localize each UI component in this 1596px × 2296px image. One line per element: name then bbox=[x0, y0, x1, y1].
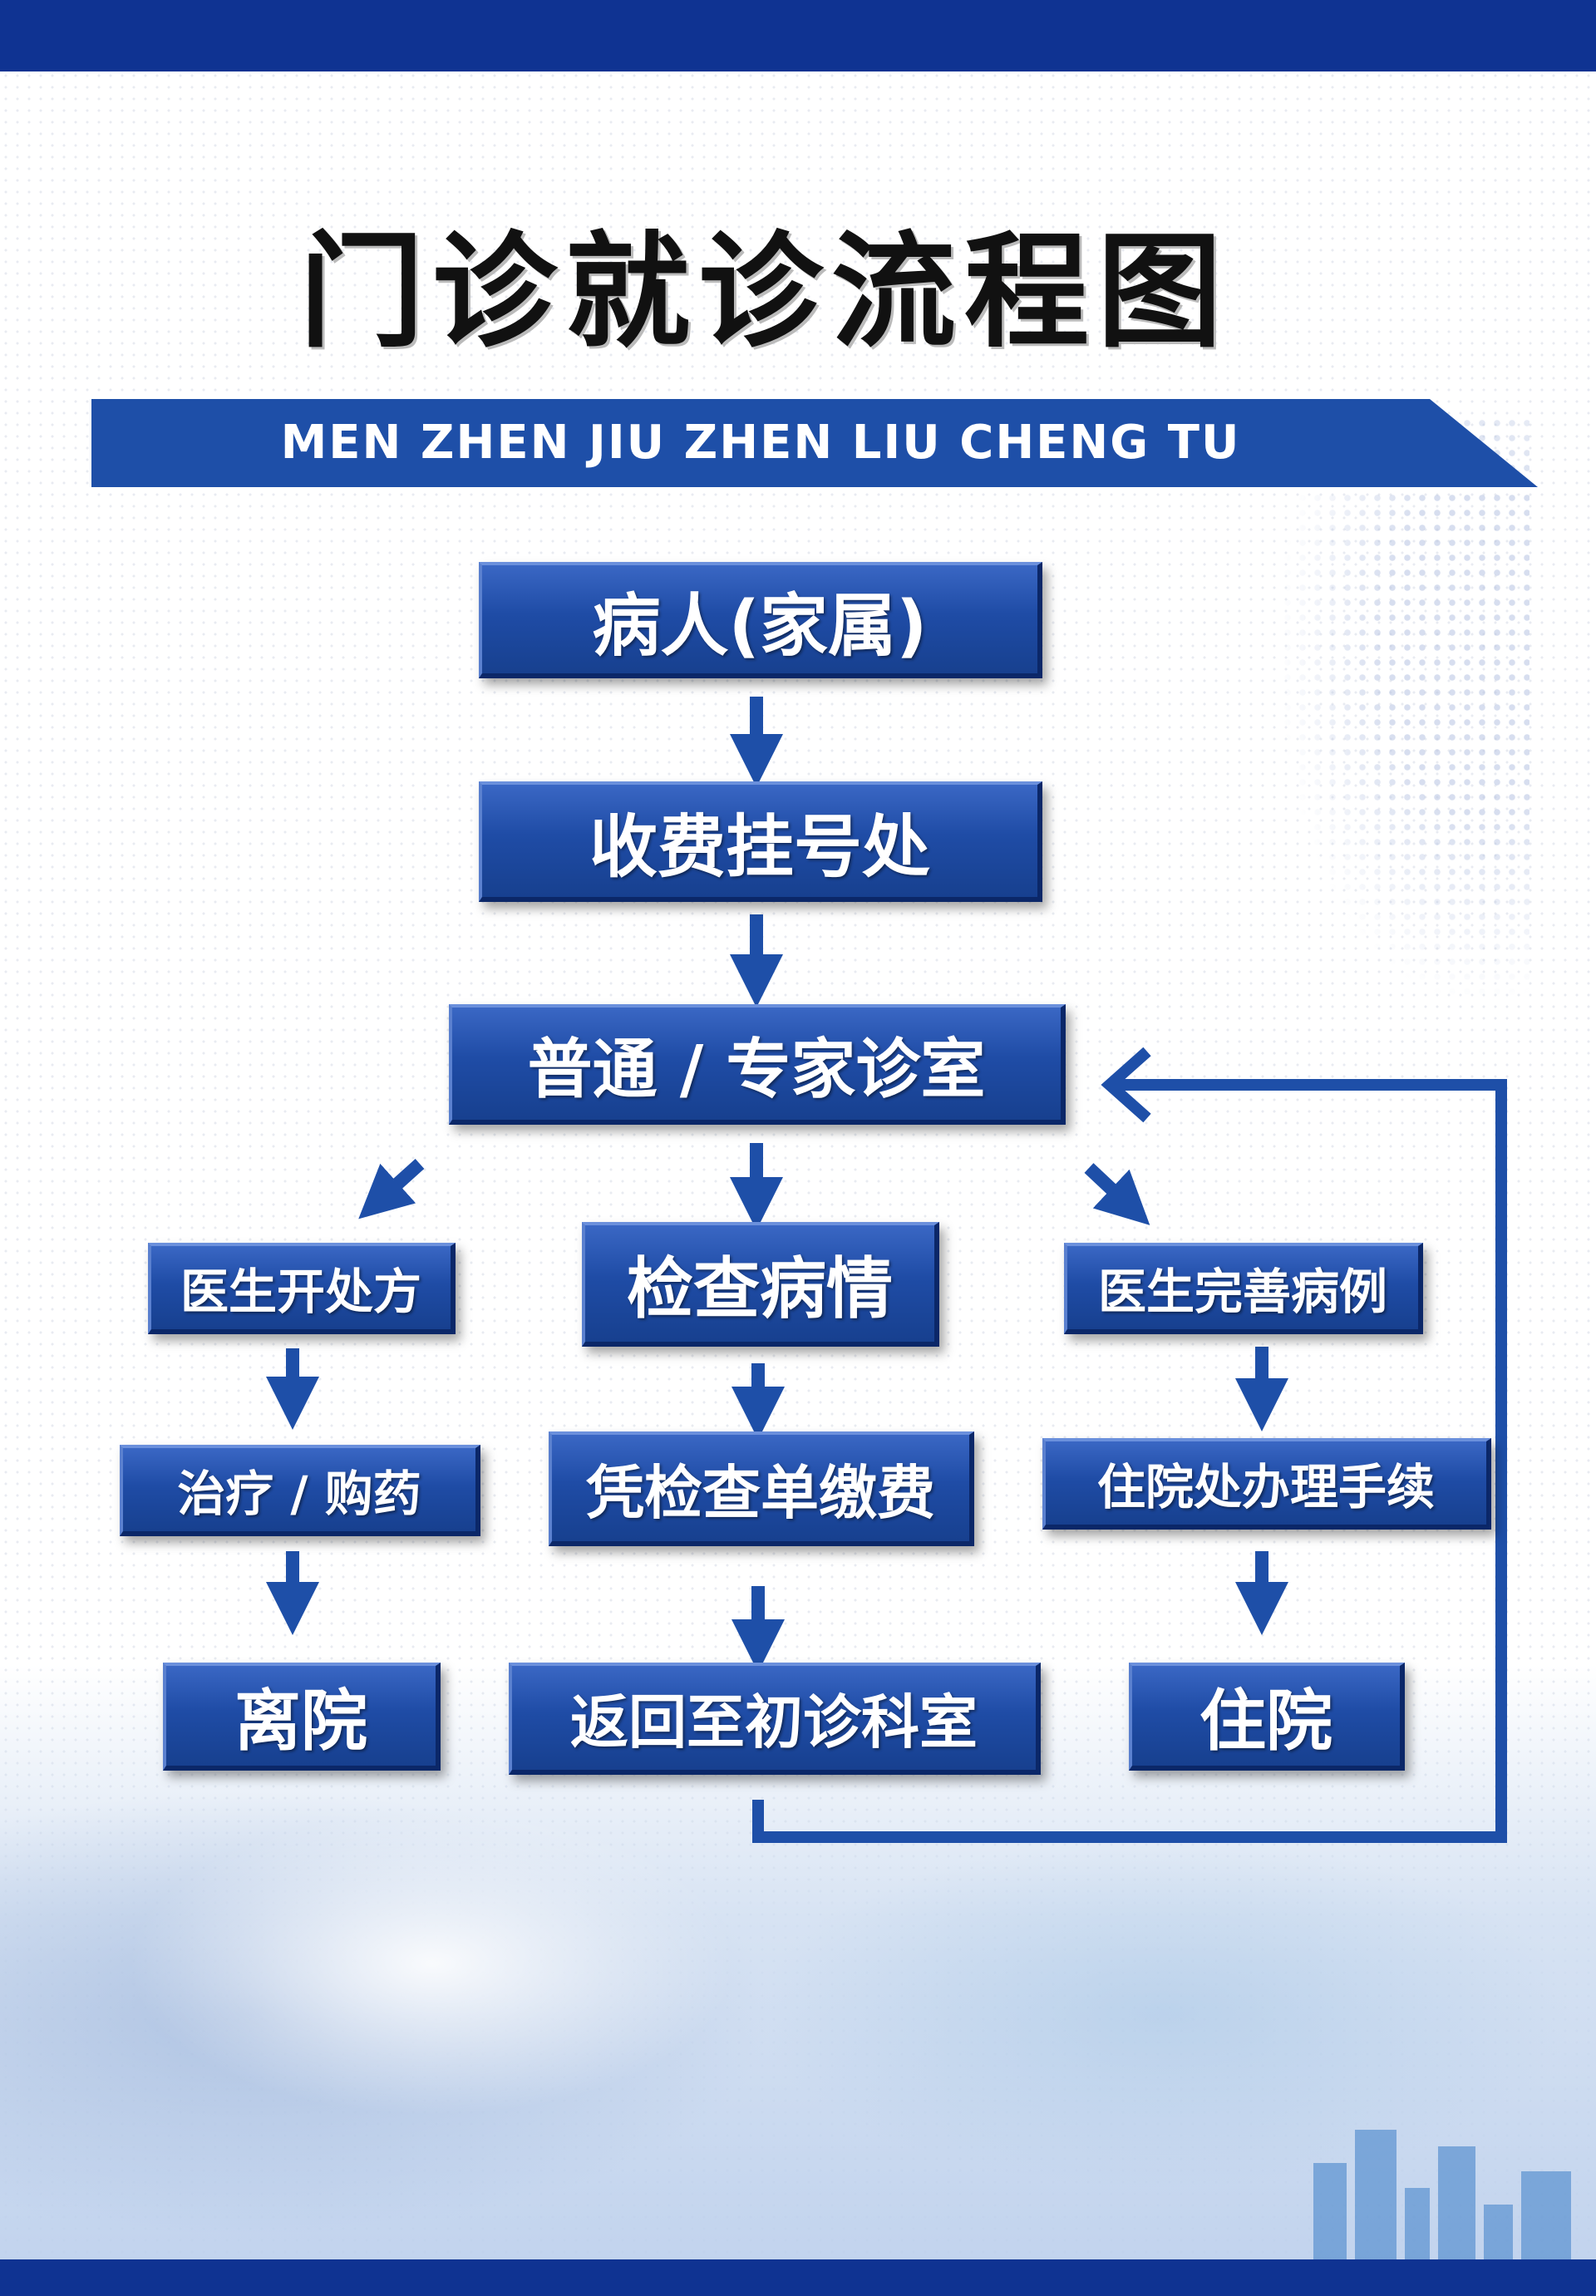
step-treatment: 治疗 / 购药 bbox=[120, 1445, 480, 1536]
step-prescription-label: 医生开处方 bbox=[180, 1264, 421, 1320]
decorative-dot-grid bbox=[1280, 416, 1530, 998]
step-admission: 住院处办理手续 bbox=[1042, 1438, 1491, 1530]
step-registration-label: 收费挂号处 bbox=[589, 808, 930, 887]
step-patient-label: 病人(家属) bbox=[592, 586, 928, 666]
step-leave-label: 离院 bbox=[234, 1683, 367, 1760]
step-return-label: 返回至初诊科室 bbox=[570, 1688, 978, 1756]
step-pay: 凭检查单缴费 bbox=[549, 1431, 974, 1546]
top-bar bbox=[0, 0, 1596, 71]
step-prescription: 医生开处方 bbox=[148, 1243, 456, 1334]
step-examine: 检查病情 bbox=[582, 1222, 939, 1347]
subtitle: MEN ZHEN JIU ZHEN LIU CHENG TU bbox=[280, 416, 1241, 470]
step-records-label: 医生完善病例 bbox=[1097, 1264, 1387, 1320]
bottom-bar bbox=[0, 2259, 1596, 2296]
step-leave: 离院 bbox=[163, 1663, 441, 1771]
arrow-clinic-to-prescription bbox=[358, 1159, 425, 1219]
step-patient: 病人(家属) bbox=[479, 562, 1042, 678]
step-pay-label: 凭检查单缴费 bbox=[586, 1458, 935, 1527]
step-hospitalize-label: 住院 bbox=[1199, 1683, 1332, 1760]
step-examine-label: 检查病情 bbox=[627, 1250, 893, 1328]
step-registration: 收费挂号处 bbox=[479, 781, 1042, 902]
step-return: 返回至初诊科室 bbox=[509, 1663, 1041, 1775]
city-skyline-graphic bbox=[1297, 2113, 1596, 2263]
step-admission-label: 住院处办理手续 bbox=[1096, 1459, 1435, 1515]
arrow-clinic-to-records bbox=[1084, 1163, 1150, 1225]
connector-return-to-clinic bbox=[752, 1079, 1507, 1843]
step-treatment-label: 治疗 / 购药 bbox=[177, 1466, 421, 1522]
step-records: 医生完善病例 bbox=[1064, 1243, 1423, 1334]
step-clinic-label: 普通 / 专家诊室 bbox=[527, 1032, 986, 1107]
subtitle-band bbox=[91, 399, 1538, 487]
step-clinic: 普通 / 专家诊室 bbox=[449, 1004, 1066, 1125]
step-hospitalize: 住院 bbox=[1129, 1663, 1405, 1771]
page-title: 门诊就诊流程图 bbox=[298, 220, 1230, 365]
chevron-arrowhead-icon bbox=[1101, 1047, 1151, 1123]
